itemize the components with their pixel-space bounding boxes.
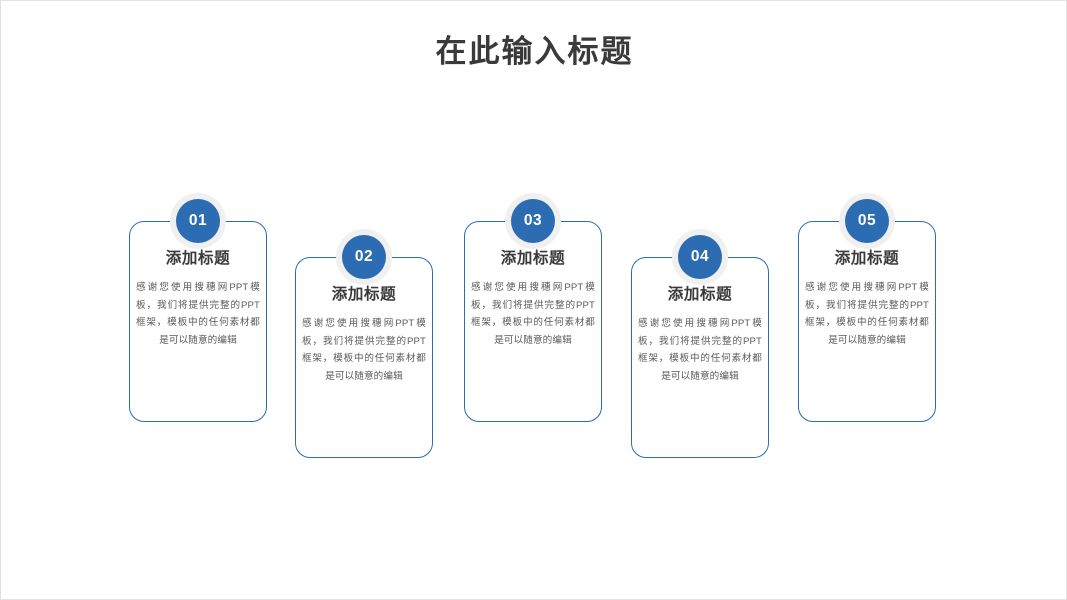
card-badge-circle[interactable]: 05 [845, 199, 889, 243]
card-outline [798, 221, 936, 422]
card-badge-circle[interactable]: 04 [678, 235, 722, 279]
card-badge-number: 02 [354, 248, 374, 266]
card-content: 添加标题 感谢您使用搜穗网PPT模板，我们将提供完整的PPT框架，模板中的任何素… [798, 221, 936, 422]
card-badge-ring: 05 [839, 193, 895, 249]
card-outline [129, 221, 267, 422]
card-badge-number: 04 [690, 248, 710, 266]
card-title: 添加标题 [500, 250, 566, 267]
card-body-text: 感谢您使用搜穗网PPT模板，我们将提供完整的PPT框架，模板中的任何素材都是可以… [136, 282, 260, 346]
card-body-text: 感谢您使用搜穗网PPT模板，我们将提供完整的PPT框架，模板中的任何素材都是可以… [302, 318, 426, 382]
card-title: 添加标题 [165, 250, 231, 267]
card-title: 添加标题 [331, 286, 397, 303]
card-badge-circle[interactable]: 01 [176, 199, 220, 243]
card-title: 添加标题 [667, 286, 733, 303]
card-content: 添加标题 感谢您使用搜穗网PPT模板，我们将提供完整的PPT框架，模板中的任何素… [295, 257, 433, 458]
card-badge-ring: 02 [336, 229, 392, 285]
card-badge-ring: 04 [672, 229, 728, 285]
card-body-text: 感谢您使用搜穗网PPT模板，我们将提供完整的PPT框架，模板中的任何素材都是可以… [805, 282, 929, 346]
card-badge-ring: 01 [170, 193, 226, 249]
card-title: 添加标题 [834, 250, 900, 267]
page-title: 在此输入标题 [435, 34, 634, 69]
card-body-text: 感谢您使用搜穗网PPT模板，我们将提供完整的PPT框架，模板中的任何素材都是可以… [471, 282, 595, 346]
card-content: 添加标题 感谢您使用搜穗网PPT模板，我们将提供完整的PPT框架，模板中的任何素… [129, 221, 267, 422]
card-badge-circle[interactable]: 03 [511, 199, 555, 243]
card-badge-number: 03 [523, 212, 543, 230]
card-body-text: 感谢您使用搜穗网PPT模板，我们将提供完整的PPT框架，模板中的任何素材都是可以… [638, 318, 762, 382]
card-badge-number: 01 [188, 212, 208, 230]
card-content: 添加标题 感谢您使用搜穗网PPT模板，我们将提供完整的PPT框架，模板中的任何素… [464, 221, 602, 422]
card-badge-ring: 03 [505, 193, 561, 249]
card-outline [295, 257, 433, 458]
card-outline [631, 257, 769, 458]
card-badge-number: 05 [857, 212, 877, 230]
card-outline [464, 221, 602, 422]
card-badge-circle[interactable]: 02 [342, 235, 386, 279]
card-content: 添加标题 感谢您使用搜穗网PPT模板，我们将提供完整的PPT框架，模板中的任何素… [631, 257, 769, 458]
